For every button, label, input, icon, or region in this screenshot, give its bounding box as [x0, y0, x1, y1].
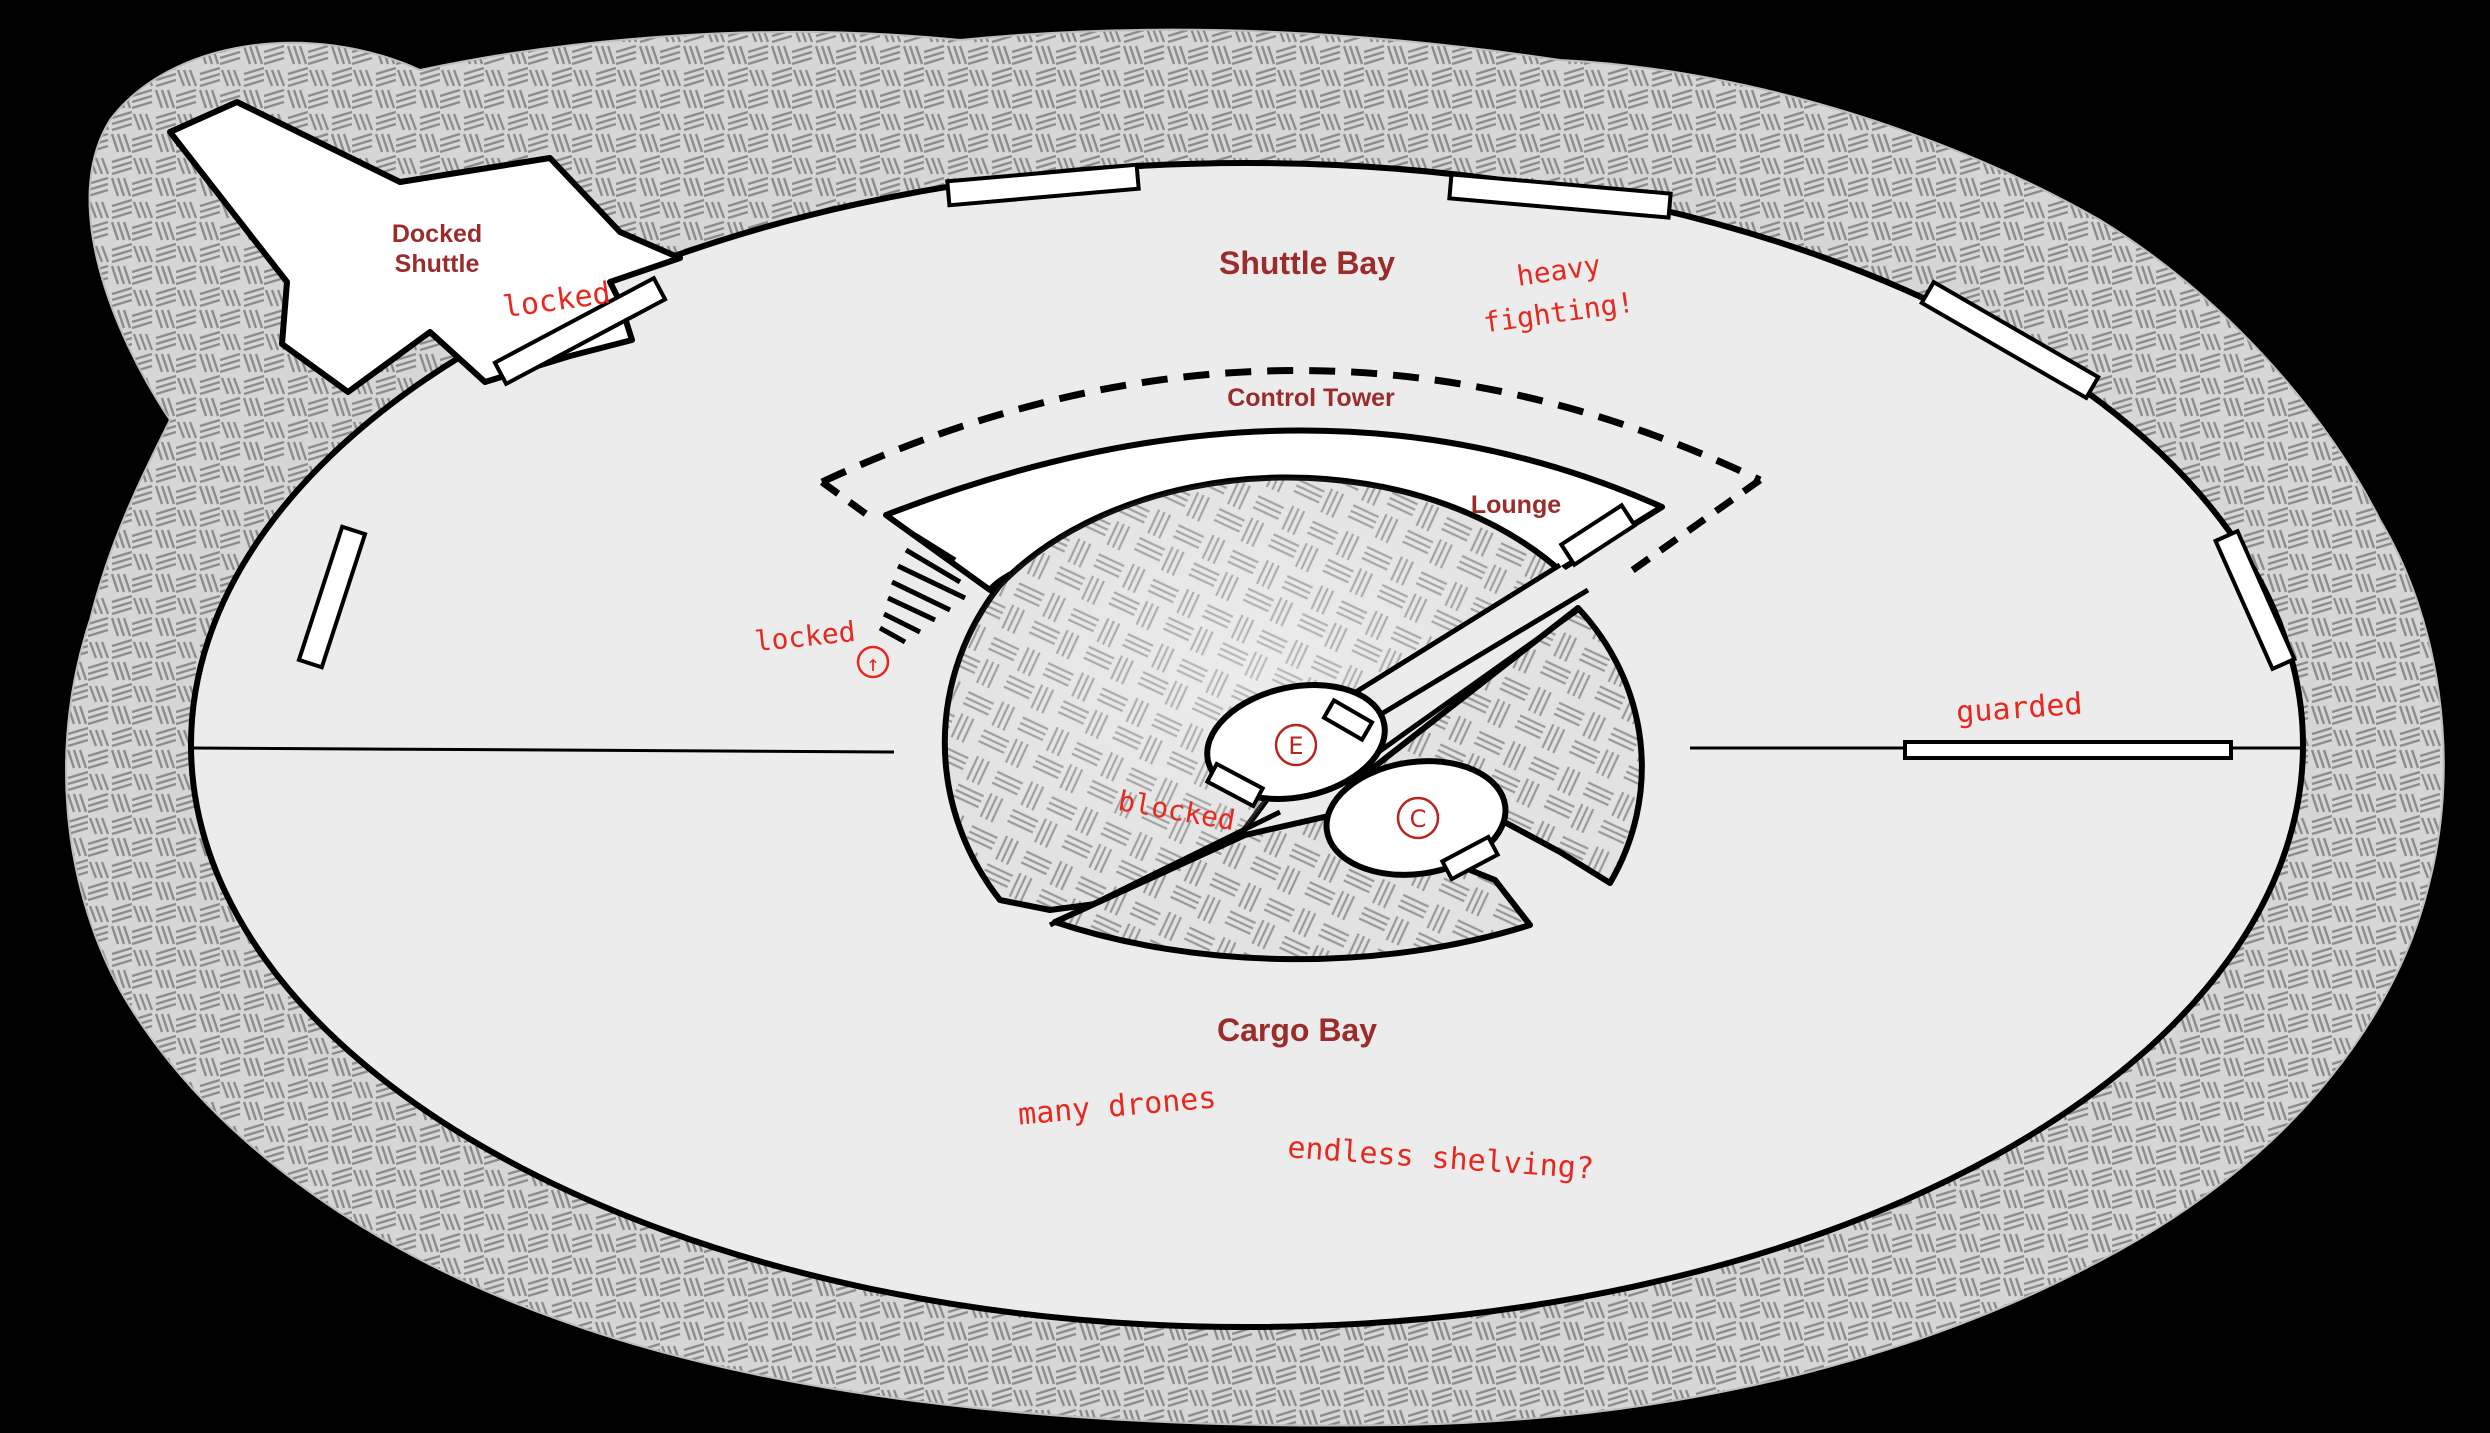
- central-core: [941, 474, 1645, 963]
- stairs-up-arrow: ↑: [866, 652, 879, 677]
- interior-doors: [1204, 502, 1638, 882]
- door-north[interactable]: [1447, 172, 1673, 220]
- docked-shuttle-label-2: Shuttle: [395, 250, 480, 278]
- door-west[interactable]: [296, 524, 368, 670]
- stairs-up-icon: [856, 645, 890, 679]
- elevator-icon: [1274, 723, 1318, 767]
- door-blocked[interactable]: [1204, 761, 1266, 809]
- room-labels: Docked Shuttle Shuttle Bay Control Tower…: [392, 220, 1561, 1048]
- cargo-bay-label: Cargo Bay: [1217, 1012, 1377, 1048]
- c-room-marker: C: [1410, 805, 1427, 833]
- door-c-room[interactable]: [1439, 834, 1501, 882]
- door-lounge[interactable]: [1558, 502, 1638, 568]
- control-tower: [819, 367, 1763, 575]
- door-north-west[interactable]: [945, 162, 1141, 208]
- door-north-east[interactable]: [1918, 279, 2102, 401]
- stairs[interactable]: [878, 532, 967, 645]
- elevator-marker: E: [1288, 732, 1303, 760]
- door-shuttle-airlock[interactable]: [492, 275, 668, 387]
- lounge-label: Lounge: [1471, 491, 1561, 519]
- door-east[interactable]: [2212, 528, 2298, 672]
- west-divider: [190, 746, 895, 754]
- c-room[interactable]: C: [1319, 750, 1513, 886]
- control-tower-label: Control Tower: [1227, 384, 1395, 412]
- docked-shuttle-label-1: Docked: [392, 220, 482, 248]
- door-guarded[interactable]: [1903, 740, 2233, 760]
- shuttle-bay-label: Shuttle Bay: [1219, 245, 1395, 281]
- wall-doors: [296, 162, 2298, 760]
- door-elevator-north[interactable]: [1321, 697, 1375, 743]
- c-room-icon: [1396, 796, 1440, 840]
